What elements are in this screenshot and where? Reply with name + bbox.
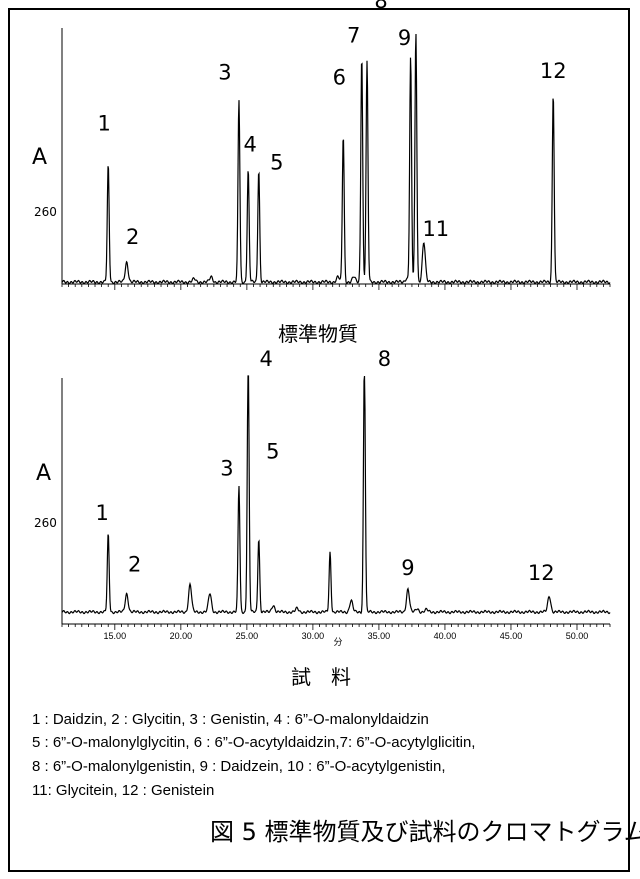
bottom-chart-title: 試 料 [291, 665, 351, 689]
peak-label-7: 7 [347, 24, 360, 48]
peak-label-6: 6 [333, 66, 346, 90]
peak-label-1: 1 [96, 501, 109, 525]
legend-line-3: 8 : 6”-O-malonylgenistin, 9 : Daidzein, … [32, 758, 446, 775]
chart-standard: 123456789101112 A 260 標準物質 [32, 0, 611, 346]
x-tick-label: 45.00 [500, 631, 523, 641]
peak-label-3: 3 [218, 61, 231, 85]
top-x-ticks [61, 284, 611, 290]
x-tick-label: 25.00 [236, 631, 259, 641]
peak-label-3: 3 [220, 457, 233, 481]
x-tick-label: 50.00 [566, 631, 589, 641]
peak-label-5: 5 [266, 439, 279, 463]
legend-line-4: 11: Glycitein, 12 : Genistein [32, 782, 215, 799]
x-tick-label: 30.00 [302, 631, 325, 641]
bottom-xlabel: 分 [333, 637, 342, 648]
peak-label-4: 4 [244, 133, 257, 157]
top-ylabel-sub: 260 [34, 205, 57, 219]
peak-label-12: 12 [540, 59, 567, 83]
bottom-x-tick-labels: 15.00 20.00 25.00 30.00 35.00 40.00 45.00 50.00 [104, 631, 589, 641]
chart-sample: 15.00 20.00 25.00 30.00 35.00 40.00 45.00 50.00… [34, 347, 611, 689]
legend-line-2: 5 : 6”-O-malonylglycitin, 6 : 6”-O-acyty… [32, 734, 476, 751]
peak-label-9: 9 [398, 26, 411, 50]
x-tick-label: 40.00 [434, 631, 457, 641]
top-ylabel: A [32, 145, 47, 170]
peak-label-11: 11 [422, 217, 449, 241]
figure-frame [8, 8, 630, 872]
peak-label-9: 9 [401, 556, 414, 580]
top-chromatogram-trace [61, 33, 611, 285]
figure-caption: 図 5 標準物質及び試料のクロマトグラム [210, 818, 640, 846]
peak-label-12: 12 [528, 561, 555, 585]
peak-label-8: 8 [378, 347, 391, 371]
x-tick-label: 35.00 [368, 631, 391, 641]
peak-label-5: 5 [270, 151, 283, 175]
bottom-ylabel-sub: 260 [34, 516, 57, 530]
peak-label-2: 2 [126, 225, 139, 249]
bottom-chromatogram-trace [61, 375, 611, 615]
peak-label-10: 10 [423, 0, 450, 1]
peak-label-8: 8 [374, 0, 387, 13]
peak-label-1: 1 [98, 112, 111, 136]
legend-line-1: 1 : Daidzin, 2 : Glycitin, 3 : Genistin,… [32, 711, 429, 728]
peak-label-2: 2 [128, 553, 141, 577]
top-peak-labels: 123456789101112 [98, 0, 567, 249]
bottom-x-ticks [61, 624, 611, 630]
bottom-ylabel: A [36, 461, 51, 486]
x-tick-label: 20.00 [170, 631, 193, 641]
top-chart-title: 標準物質 [278, 322, 358, 346]
peak-label-4: 4 [260, 347, 273, 371]
x-tick-label: 15.00 [104, 631, 127, 641]
